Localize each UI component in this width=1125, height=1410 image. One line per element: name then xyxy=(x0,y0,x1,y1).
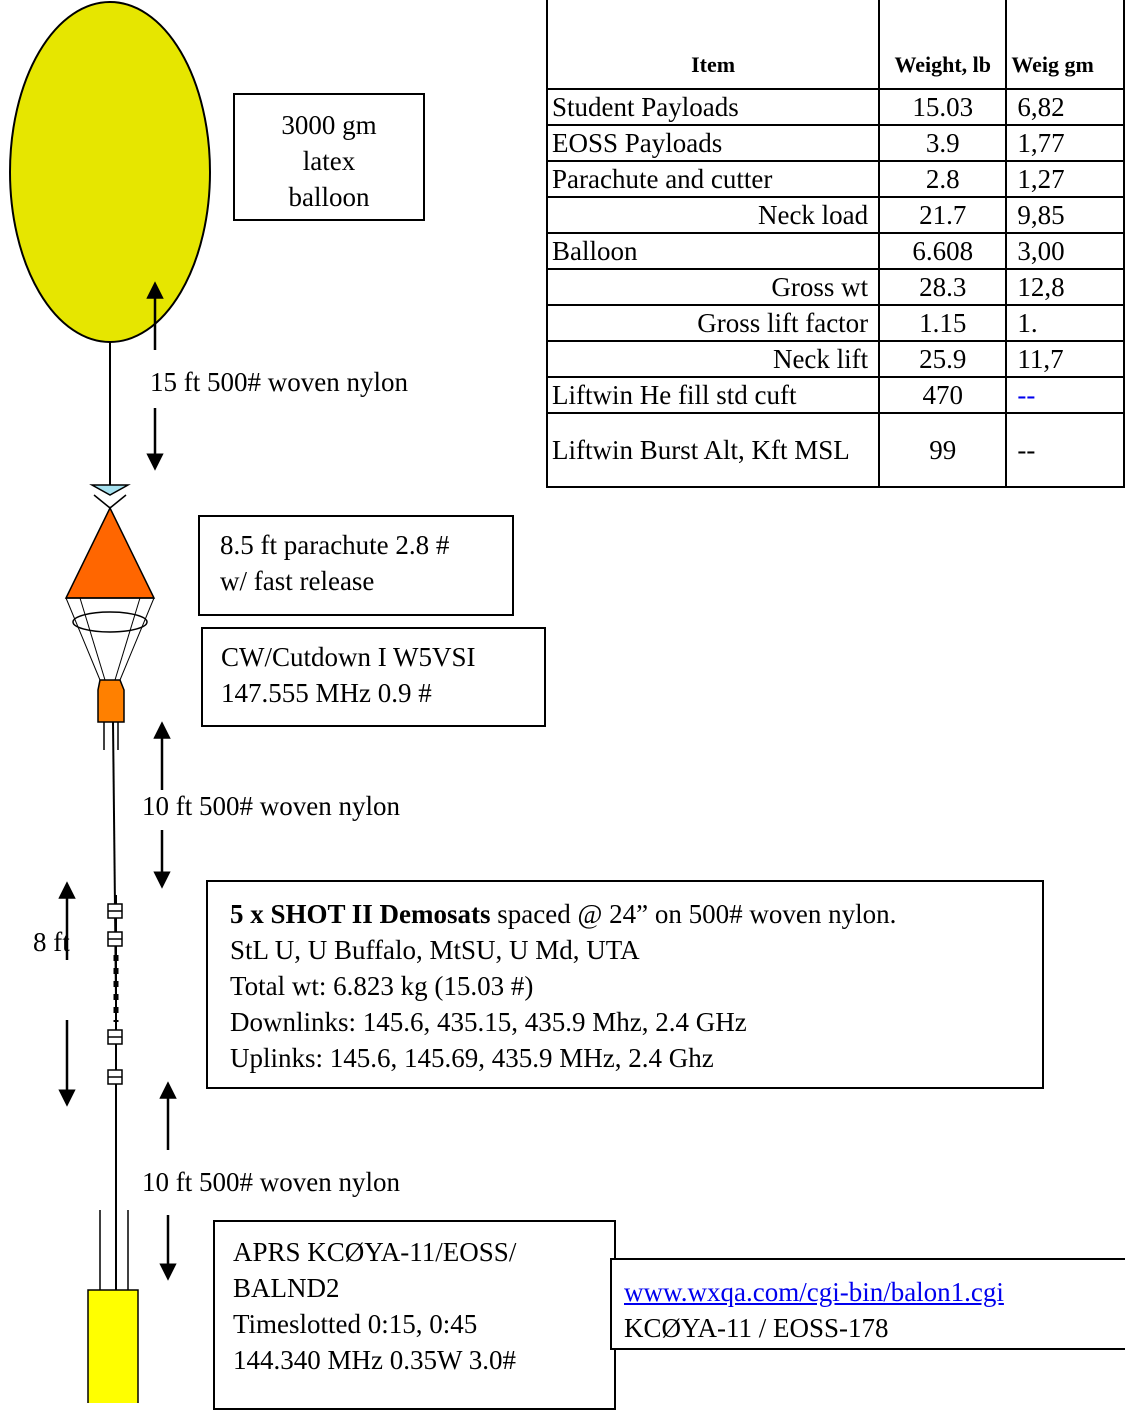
demosat-line: Downlinks: 145.6, 435.15, 435.9 Mhz, 2.4… xyxy=(230,1007,747,1037)
cutdown-label-line: CW/Cutdown I W5VSI xyxy=(221,642,476,672)
table-row: Student Payloads 15.03 6,82 xyxy=(545,88,1125,126)
link-box: www.wxqa.com/cgi-bin/balon1.cgi KCØYA-11… xyxy=(610,1258,1125,1350)
line-label-15ft: 15 ft 500# woven nylon xyxy=(150,367,408,397)
parachute-label-line: w/ fast release xyxy=(220,566,375,596)
demosat-title-rest: spaced @ 24” on 500# woven nylon. xyxy=(490,899,897,929)
parachute-label-line: 8.5 ft parachute 2.8 # xyxy=(220,530,450,560)
aprs-label-box: APRS KCØYA-11/EOSS/ BALND2 Timeslotted 0… xyxy=(213,1220,616,1410)
tracking-callsign: KCØYA-11 / EOSS-178 xyxy=(624,1313,889,1343)
balloon-label-box: 3000 gm latex balloon xyxy=(233,93,425,221)
table-row: Neck load 21.7 9,85 xyxy=(545,196,1125,234)
demosat-icons xyxy=(107,903,123,1085)
table-row: Parachute and cutter 2.8 1,27 xyxy=(545,160,1125,198)
cutdown-device-shape xyxy=(97,679,125,723)
table-header-weight-gm: Weig gm xyxy=(1005,0,1125,90)
weight-table: Item Weight, lb Weig gm Student Payloads… xyxy=(545,0,1125,488)
demosat-line: Total wt: 6.823 kg (15.03 #) xyxy=(230,971,534,1001)
demosat-label-box: 5 x SHOT II Demosats spaced @ 24” on 500… xyxy=(206,880,1044,1089)
parachute-ring xyxy=(72,611,148,633)
table-header-item: Item xyxy=(545,0,881,90)
span-label-8ft: 8 ft xyxy=(33,927,70,957)
swivel-cap-shape xyxy=(89,484,131,496)
parachute-label-box: 8.5 ft parachute 2.8 # w/ fast release xyxy=(198,515,514,616)
line-label-10ft-lower: 10 ft 500# woven nylon xyxy=(142,1167,400,1197)
table-row: Liftwin He fill std cuft 470 -- xyxy=(545,376,1125,414)
table-row: Balloon 6.608 3,00 xyxy=(545,232,1125,270)
table-header-weight-lb: Weight, lb xyxy=(878,0,1008,90)
demosat-line: Uplinks: 145.6, 145.69, 435.9 MHz, 2.4 G… xyxy=(230,1043,714,1073)
table-row: EOSS Payloads 3.9 1,77 xyxy=(545,124,1125,162)
balloon-label-line: 3000 gm xyxy=(281,110,377,140)
table-row: Liftwin Burst Alt, Kft MSL 99 -- xyxy=(545,412,1125,488)
line-label-10ft-upper: 10 ft 500# woven nylon xyxy=(142,791,400,821)
balloon-label-line: latex xyxy=(302,146,356,176)
tracking-link[interactable]: www.wxqa.com/cgi-bin/balon1.cgi xyxy=(624,1277,1004,1307)
aprs-label-line: APRS KCØYA-11/EOSS/ xyxy=(233,1237,517,1267)
aprs-label-line: BALND2 xyxy=(233,1273,340,1303)
aprs-label-line: Timeslotted 0:15, 0:45 xyxy=(233,1309,478,1339)
demosat-line: StL U, U Buffalo, MtSU, U Md, UTA xyxy=(230,935,640,965)
aprs-payload-shape xyxy=(87,1289,139,1403)
table-row: Gross wt 28.3 12,8 xyxy=(545,268,1125,306)
aprs-label-line: 144.340 MHz 0.35W 3.0# xyxy=(233,1345,516,1375)
balloon-shape xyxy=(9,1,211,343)
balloon-label-line: balloon xyxy=(288,182,370,212)
table-header-row: Item Weight, lb Weig gm xyxy=(545,0,1125,90)
demosat-title: 5 x SHOT II Demosats xyxy=(230,899,491,929)
cutdown-label-box: CW/Cutdown I W5VSI 147.555 MHz 0.9 # xyxy=(201,627,546,727)
table-row: Neck lift 25.9 11,7 xyxy=(545,340,1125,378)
parachute-shape xyxy=(64,506,156,599)
table-row: Gross lift factor 1.15 1. xyxy=(545,304,1125,342)
cutdown-label-line: 147.555 MHz 0.9 # xyxy=(221,678,432,708)
